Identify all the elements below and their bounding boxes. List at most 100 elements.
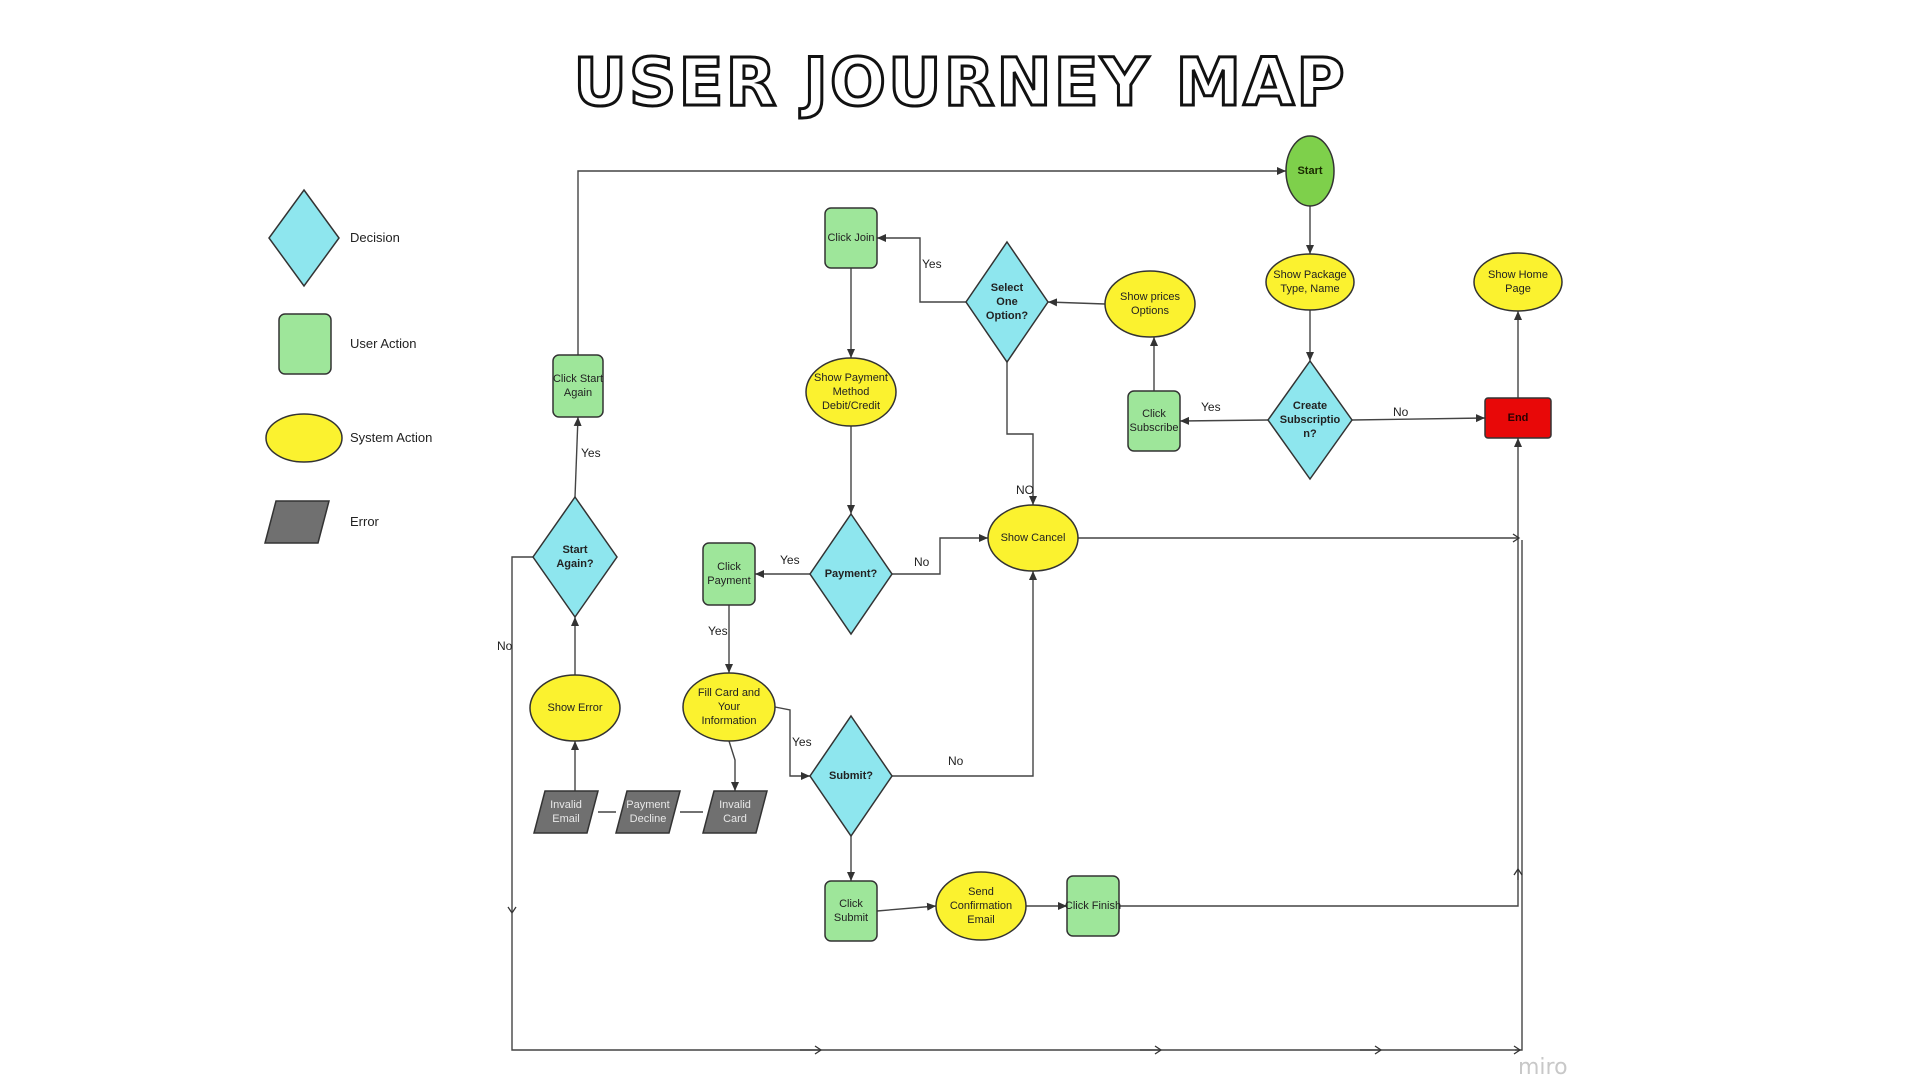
system-action-shape: [1473, 252, 1563, 312]
edge-label-create-yes: Yes: [1201, 400, 1221, 414]
node-label: Card: [723, 813, 747, 825]
node-label: Send: [968, 886, 994, 898]
node-label: Again?: [556, 558, 594, 570]
connector-submit-to-cancel: [892, 571, 1037, 777]
connector-create-to-end: [1351, 414, 1486, 423]
node-label: Fill Card and: [698, 687, 760, 699]
node-label: Subscribe: [1130, 422, 1179, 434]
system-action-shape: [682, 672, 776, 742]
connector-fill-to-invalid-card: [728, 740, 739, 791]
node-label: Type, Name: [1280, 283, 1339, 295]
connectors: [507, 167, 1523, 1055]
connector-prices-to-select: [1047, 298, 1106, 307]
edge-label-click-payment-yes: Yes: [708, 624, 728, 638]
user-action-shape: [702, 542, 756, 606]
connector-select-to-join: [877, 234, 966, 303]
node-label: Show Error: [547, 702, 602, 714]
error-shape: [615, 790, 681, 834]
node-label: Debit/Credit: [822, 400, 880, 412]
node-label: Subscriptio: [1280, 414, 1341, 426]
node-end: End: [1484, 397, 1552, 439]
legend-item-decision: Decision: [268, 188, 400, 288]
edge-label-start-again-no: No: [497, 639, 513, 653]
node-label: Submit: [834, 912, 868, 924]
connector-fill-to-submit: [774, 706, 810, 780]
node-label: Create: [1293, 400, 1327, 412]
connector-left-no-line: [507, 556, 533, 915]
connector-click-start-again-to-start: [577, 167, 1286, 355]
node-label: Click Finish: [1065, 900, 1121, 912]
node-label: Show Home: [1488, 269, 1548, 281]
page-title: USER JOURNEY MAP: [572, 43, 1347, 123]
node-label: One: [996, 296, 1017, 308]
system-action-shape: [529, 674, 621, 742]
connector-payment-to-cancel: [892, 534, 988, 575]
connector-select-to-cancel: [1006, 362, 1037, 505]
node-label: Method: [833, 386, 870, 398]
node-label: Invalid: [550, 799, 582, 811]
node-label: Your: [718, 701, 741, 713]
user-action-shape: [824, 207, 878, 269]
node-label: Email: [967, 914, 995, 926]
connector-bottom-line: [511, 540, 1523, 1051]
legend-label: Decision: [350, 230, 400, 245]
node-payment: Payment?: [809, 512, 893, 636]
node-label: Show Cancel: [1001, 532, 1066, 544]
edge-label-fill-yes: Yes: [792, 735, 812, 749]
user-action-shape: [1066, 875, 1120, 937]
connector-finish-to-end-line: [1119, 438, 1522, 907]
node-label: Click Start: [553, 373, 603, 385]
edge-label-start-again-yes: Yes: [581, 446, 601, 460]
edge-label-select-no: NO: [1016, 483, 1034, 497]
node-label: Email: [552, 813, 580, 825]
node-label: Payment: [707, 575, 750, 587]
node-label: n?: [1303, 428, 1317, 440]
node-click-join: Click Join: [824, 207, 878, 269]
node-label: Payment?: [825, 568, 878, 580]
node-label: Click Join: [827, 232, 874, 244]
node-label: Show Payment: [814, 372, 888, 384]
decision-shape: [809, 714, 893, 838]
legend-item-error: Error: [264, 500, 380, 544]
user-action-shape: [824, 880, 878, 942]
legend-decision-swatch: [268, 188, 340, 288]
connector-click-submit-to-email: [876, 902, 937, 912]
decision-shape: [809, 512, 893, 636]
edge-label-submit-no: No: [948, 754, 964, 768]
end-shape: [1484, 397, 1552, 439]
legend-system-action-swatch: [265, 413, 343, 463]
node-click-finish: Click Finish: [1065, 875, 1121, 937]
edge-label-payment-yes: Yes: [780, 553, 800, 567]
node-label: Page: [1505, 283, 1531, 295]
node-label: Show Package: [1273, 269, 1346, 281]
error-shape: [702, 790, 768, 834]
node-label: Click: [839, 898, 863, 910]
edge-label-select-yes: Yes: [922, 257, 942, 271]
node-label: End: [1508, 412, 1529, 424]
connector-start-again-yes: [573, 416, 582, 498]
decision-shape: [1267, 359, 1353, 481]
legend-label: User Action: [350, 336, 416, 351]
error-shape: [533, 790, 599, 834]
node-label: Start: [1297, 165, 1322, 177]
system-action-shape: [935, 871, 1027, 941]
edge-label-create-no: No: [1393, 405, 1409, 419]
node-label: Start: [562, 544, 587, 556]
node-label: Payment: [626, 799, 669, 811]
system-action-shape: [1265, 253, 1355, 311]
node-label: Click: [1142, 408, 1166, 420]
legend-error-swatch: [264, 500, 330, 544]
node-label: Submit?: [829, 770, 873, 782]
